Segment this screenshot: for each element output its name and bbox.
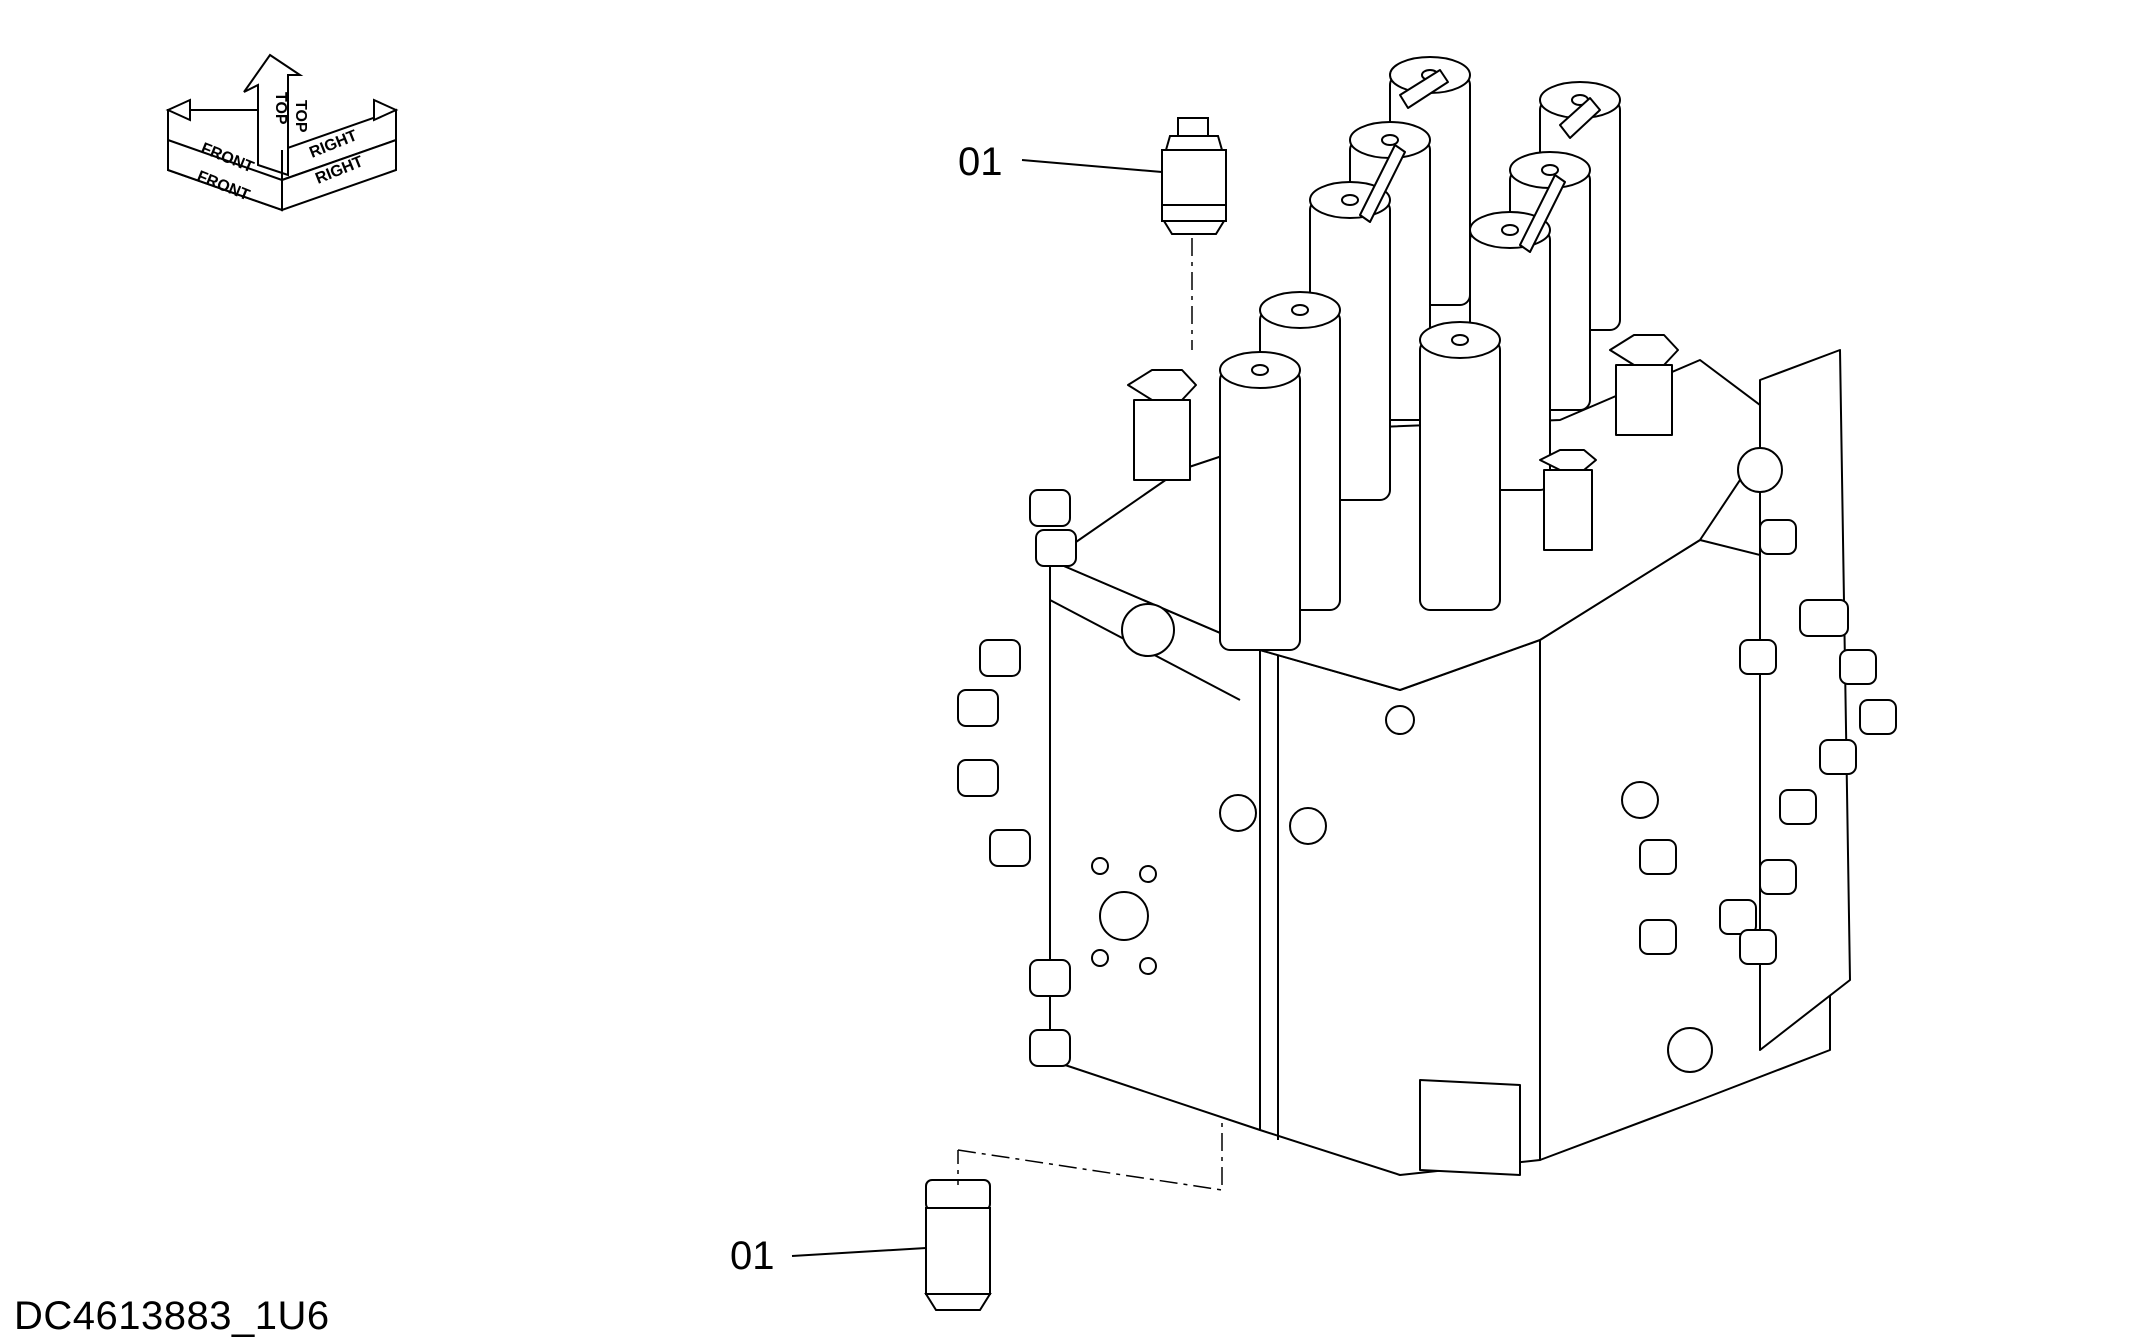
part-01-upper [1161,117,1227,235]
leader-line-lower [791,1247,927,1257]
link-plates [1359,69,1601,253]
control-valve-assembly [957,56,1897,1176]
left-port-fittings [957,489,1077,1067]
callout-label-lower: 01 [730,1234,775,1278]
callout-label-upper: 01 [958,140,1003,184]
hex-plugs [1127,334,1679,551]
orientation-label-top-2: TOP [292,100,309,133]
leader-line-upper [1021,159,1163,173]
orientation-indicator-icon: FRONT FRONT RIGHT RIGHT TOP TOP [165,53,399,212]
document-id: DC4613883_1U6 [14,1294,330,1338]
bolt-holes [1091,447,1783,1073]
right-port-fittings [1639,519,1897,965]
orientation-label-top: TOP [272,92,289,125]
part-01-lower [924,1179,992,1311]
